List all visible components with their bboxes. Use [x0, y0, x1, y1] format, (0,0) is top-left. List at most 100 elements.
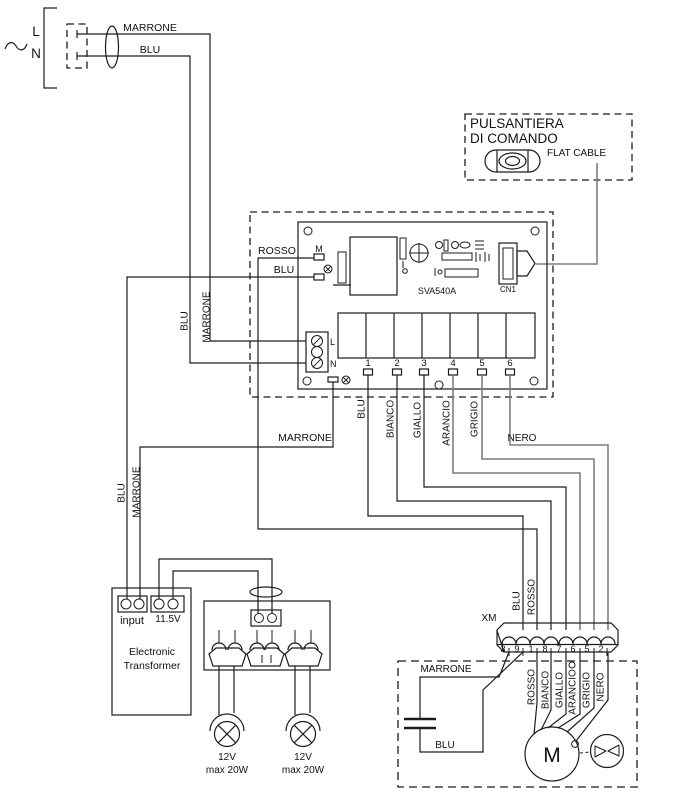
transformer-name-1: Electronic [129, 646, 175, 658]
grommet-hole-icon [568, 661, 576, 669]
motor-grigio-label: GRIGIO [582, 672, 593, 708]
mounting-hole-icon [529, 376, 539, 386]
relay-transformer-block [349, 236, 398, 296]
blu-terminal-tab [313, 273, 325, 281]
motor-box: MARRONE BLU ROSSO BIANCO GIALLO ARANCIO … [397, 651, 638, 788]
ac-sine-icon [4, 42, 28, 51]
lamp-icon [289, 720, 317, 748]
xm-blu-label: BLU [512, 591, 523, 610]
transformer-name-2: Transformer [124, 660, 181, 672]
lamp1-voltage: 12V [218, 752, 236, 763]
xm-pin-8: 8 [542, 644, 547, 654]
transformer-output-label: 11.5V [155, 614, 181, 625]
xm-contact-humps [501, 636, 616, 645]
board-blu-label: BLU [274, 264, 294, 276]
capacitor-icon [404, 717, 436, 730]
motor-m-label: M [543, 744, 561, 767]
motor-icon: M [524, 726, 580, 782]
harness-blu-label: BLU [357, 399, 368, 418]
terminal-2: 2 [394, 358, 399, 369]
motor-blu-label: BLU [435, 740, 454, 751]
cn1-label: CN1 [500, 285, 517, 294]
xm-pin-6: 6 [570, 644, 575, 654]
terminal-5: 5 [479, 358, 484, 369]
motor-marrone-label: MARRONE [420, 664, 471, 675]
wire-12v-b [172, 570, 259, 613]
wire-marrone-feed [139, 382, 334, 599]
wire-rosso [257, 257, 538, 630]
xm-pin-9: 9 [514, 644, 519, 654]
motor-arancio-label: ARANCIO [568, 669, 579, 715]
board-m-terminal-label: M [315, 244, 323, 254]
wire-grigio [481, 375, 595, 630]
relay-row [337, 312, 536, 359]
terminal-3: 3 [421, 358, 426, 369]
output-terminal-icon [153, 598, 165, 610]
electronic-transformer: input 11.5V Electronic Transformer [111, 558, 273, 716]
xm-pin-1: 1 [528, 644, 533, 654]
earth-symbol-icon [323, 264, 333, 274]
fan-icon [589, 733, 625, 769]
board-dashed-border [249, 211, 554, 398]
board-outline [297, 221, 548, 390]
wire-arancio-motor [557, 652, 581, 729]
pulsantiera-title-1: PULSANTIERA [470, 116, 564, 131]
wire-bianco [396, 375, 552, 630]
transformer-outline [111, 587, 192, 716]
wire-12v-a [158, 558, 273, 613]
harness-bianco-label: BIANCO [386, 400, 397, 439]
screw-terminal-icon [311, 335, 323, 347]
mains-blu-vertical-label: BLU [180, 311, 191, 330]
lamp-box-outline [203, 600, 331, 671]
mains-plug: MARRONE BLU BLU MARRONE [66, 22, 306, 364]
wire-bianco-motor [540, 652, 552, 731]
pulsantiera-title-2: DI COMANDO [470, 131, 558, 146]
input-terminal-icon [133, 598, 145, 610]
xm-pin-numbers: 3 9 1 8 7 6 5 2 [500, 644, 603, 654]
lamp-1: 12V max 20W [206, 666, 249, 776]
mounting-hole-icon [434, 380, 444, 390]
xm-pin-2: 2 [598, 644, 603, 654]
flat-cable-connector-icon [484, 149, 541, 173]
board-model-label: SVA540A [418, 286, 456, 296]
xm-label: XM [482, 613, 497, 624]
plug-box [66, 23, 88, 69]
mains-blue-label: BLU [140, 44, 160, 56]
ac-neutral-label: N [31, 46, 41, 61]
motor-terminal-dot [571, 740, 579, 748]
mains-marrone-vertical-label: MARRONE [202, 291, 213, 342]
motor-box-border [397, 660, 638, 788]
m-terminal-tab [313, 253, 325, 261]
wire-marrone-mains [77, 33, 306, 342]
wire-giallo-motor [547, 652, 567, 729]
xm-pin-5: 5 [584, 644, 589, 654]
output-terminal-icon [167, 598, 179, 610]
motor-giallo-label: GIALLO [555, 672, 566, 708]
fuse-icon [399, 237, 407, 260]
cn1-plug-icon [516, 250, 536, 277]
lamp-icon [213, 720, 241, 748]
wire-nero [509, 375, 609, 630]
motor-shaft [579, 751, 591, 754]
lamp2-voltage: 12V [294, 752, 312, 763]
lamp1-power: max 20W [206, 765, 249, 776]
wire-blu-feed [126, 276, 314, 599]
xm-rosso-label: ROSSO [527, 579, 538, 615]
lamp-plug-icons [208, 630, 323, 667]
screw-terminal-icon [311, 357, 323, 369]
terminal-6: 6 [507, 358, 512, 369]
earth-symbol-icon [341, 375, 351, 385]
motor-bianco-label: BIANCO [541, 671, 552, 710]
ac-source: L N [4, 7, 57, 89]
terminal-tabs [362, 368, 516, 376]
feed-blu-vertical-label: BLU [117, 483, 128, 502]
harness-wires: BLU BIANCO GIALLO ARANCIO GRIGIO NERO BL… [357, 375, 609, 630]
mounting-hole-icon [303, 226, 313, 236]
mains-brown-label: MARRONE [123, 22, 177, 34]
flat-cable-label: FLAT CABLE [547, 148, 606, 159]
wire-nero-motor [575, 652, 609, 742]
marrone-label-below-board: MARRONE [278, 432, 332, 444]
pulsantiera-box: PULSANTIERA DI COMANDO FLAT CABLE [464, 113, 633, 265]
wire-giallo [423, 375, 567, 630]
xm-pin-7: 7 [556, 644, 561, 654]
